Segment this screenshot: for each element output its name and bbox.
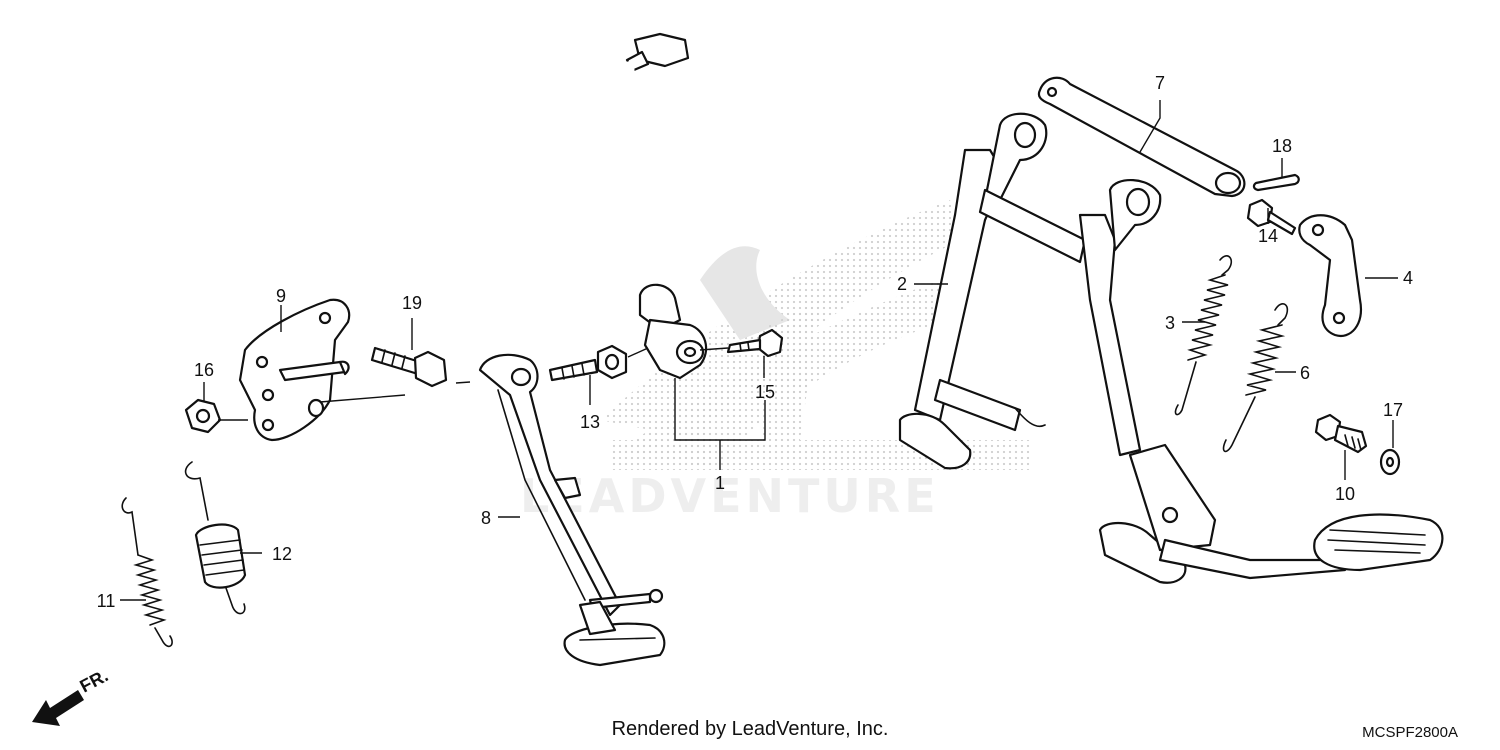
part-2-main-stand (898, 112, 1444, 584)
part-10-bolt (1314, 413, 1368, 454)
callout-19: 19 (402, 293, 422, 313)
watermark-brand: LEADVENTURE (520, 469, 940, 523)
callout-18: 18 (1272, 136, 1292, 156)
callout-3: 3 (1165, 313, 1175, 333)
callout-10: 10 (1335, 484, 1355, 504)
honda-wing-logo: LEADVENTURE (520, 200, 1030, 523)
callout-12: 12 (272, 544, 292, 564)
part-4-stopper-bracket (1298, 214, 1363, 338)
part-16-nut (184, 398, 222, 434)
front-direction-arrow-icon: FR. (32, 665, 111, 726)
leader-lines (120, 100, 1398, 601)
part-3-spring (1174, 255, 1233, 416)
part-13-bolt (548, 344, 628, 382)
direction-label: FR. (76, 665, 111, 696)
part-18-cotter-pin (1252, 173, 1300, 192)
part-9-bracket (238, 298, 351, 442)
callout-13: 13 (580, 412, 600, 432)
callout-9: 9 (276, 286, 286, 306)
callout-14: 14 (1258, 226, 1278, 246)
part-8-side-stand (478, 353, 666, 667)
callout-6: 6 (1300, 363, 1310, 383)
callout-1: 1 (715, 473, 725, 493)
part-14-bolt (1246, 198, 1297, 236)
callout-17: 17 (1383, 400, 1403, 420)
callout-4: 4 (1403, 268, 1413, 288)
callout-labels: 1 2 3 4 6 7 8 9 10 11 12 13 14 15 16 17 … (97, 73, 1413, 611)
callout-15: 15 (755, 382, 775, 402)
callout-8: 8 (481, 508, 491, 528)
drawing-code: MCSPF2800A (1362, 724, 1458, 741)
part-17-washer (1379, 448, 1401, 476)
part-19-bolt (370, 346, 448, 388)
part-6-spring (1222, 303, 1289, 453)
part-15-bolt (726, 328, 784, 358)
part-11-spring (121, 497, 173, 648)
callout-11: 11 (97, 591, 116, 611)
part-7-pipe (1037, 76, 1246, 198)
callout-2: 2 (897, 274, 907, 294)
part-12-spring (184, 461, 247, 615)
callout-16: 16 (194, 360, 214, 380)
part-1-side-stand-switch (531, 32, 708, 380)
callout-7: 7 (1155, 73, 1165, 93)
rendered-by-label: Rendered by LeadVenture, Inc. (611, 718, 889, 740)
